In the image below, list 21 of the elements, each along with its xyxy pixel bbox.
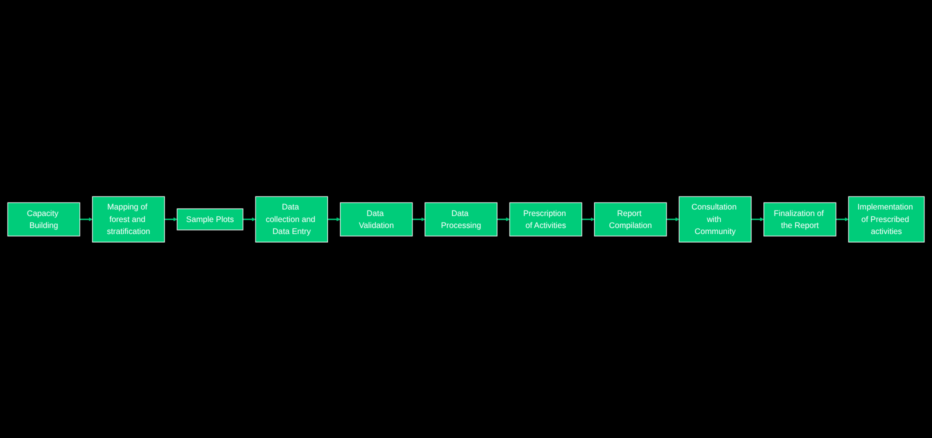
node-box: Data collection and Data Entry bbox=[255, 196, 328, 242]
arrow bbox=[164, 217, 178, 221]
node-box: Finalization of the Report bbox=[764, 202, 836, 236]
arrow bbox=[666, 217, 680, 221]
node-box: Data Validation bbox=[340, 202, 413, 236]
node-box: Data Processing bbox=[424, 202, 498, 236]
arrow bbox=[242, 217, 256, 221]
node-box: Mapping of forest and stratification bbox=[92, 196, 165, 242]
node-box: Capacity Building bbox=[7, 202, 80, 236]
node-box: Prescription of Activities bbox=[509, 202, 582, 236]
arrow bbox=[836, 217, 849, 221]
arrow bbox=[582, 217, 595, 221]
node-box: Report Compilation bbox=[594, 202, 667, 236]
arrow bbox=[80, 217, 93, 221]
node-box: Sample Plots bbox=[176, 208, 244, 230]
node-box: Consultation with Community bbox=[678, 196, 752, 242]
arrow bbox=[328, 217, 340, 221]
arrow bbox=[751, 217, 764, 221]
arrow bbox=[412, 217, 426, 221]
arrow bbox=[497, 217, 510, 221]
node-box: Implementation of Prescribed activities bbox=[848, 196, 925, 242]
